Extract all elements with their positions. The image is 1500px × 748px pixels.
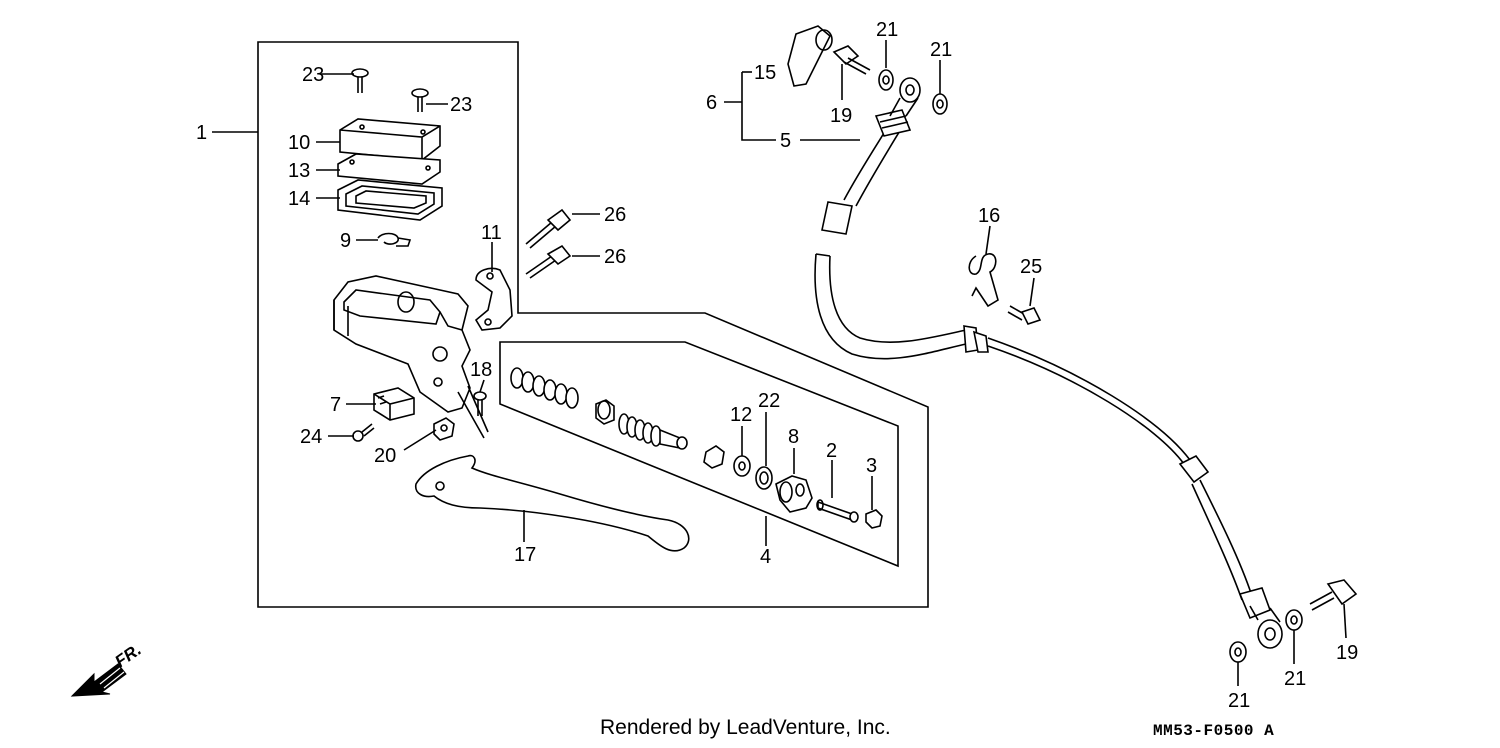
clip xyxy=(377,232,412,247)
reservoir-diaphragm xyxy=(337,179,443,221)
dust-boot xyxy=(775,475,813,513)
callout-15: 15 xyxy=(754,62,776,84)
piston-kit-outline xyxy=(499,341,899,568)
callout-6: 6 xyxy=(706,92,717,114)
callout-21-upper-right: 21 xyxy=(930,39,952,61)
hose-cover xyxy=(787,25,833,87)
washer-inner xyxy=(738,461,746,471)
reservoir-plate xyxy=(337,153,441,185)
callout-26-upper: 26 xyxy=(604,204,626,226)
circlip xyxy=(755,466,773,490)
callout-2: 2 xyxy=(826,440,837,462)
callout-14: 14 xyxy=(288,188,310,210)
callout-21-lower-left: 21 xyxy=(1228,690,1250,712)
assembly-outline xyxy=(257,41,929,608)
holder-bolt-2 xyxy=(525,244,572,279)
upper-banjo-fitting xyxy=(889,77,921,117)
clutch-lever xyxy=(414,454,690,552)
push-rod xyxy=(816,499,859,523)
piston-cup xyxy=(595,399,615,425)
callout-23-lower: 23 xyxy=(450,94,472,116)
callout-7: 7 xyxy=(330,394,341,416)
callout-19-upper: 19 xyxy=(830,105,852,127)
callout-23-upper: 23 xyxy=(302,64,324,86)
sealing-washer-4 xyxy=(1285,609,1303,631)
push-rod-nut xyxy=(865,509,883,529)
clutch-switch xyxy=(373,387,415,421)
pivot-leader xyxy=(457,385,489,439)
piston xyxy=(618,413,688,450)
callout-21-upper-left: 21 xyxy=(876,19,898,41)
callout-5: 5 xyxy=(780,130,791,152)
callout-12: 12 xyxy=(730,404,752,426)
pivot-nut xyxy=(433,417,455,441)
callout-21-lower-right: 21 xyxy=(1284,668,1306,690)
callout-4: 4 xyxy=(760,546,771,568)
sealing-washer-2 xyxy=(932,93,948,115)
front-direction-arrow: FR. xyxy=(70,640,145,697)
callout-19-lower: 19 xyxy=(1336,642,1358,664)
switch-screw xyxy=(352,423,375,442)
render-credit: Rendered by LeadVenture, Inc. xyxy=(600,716,891,739)
callout-3: 3 xyxy=(866,455,877,477)
callout-16: 16 xyxy=(978,205,1000,227)
callout-17: 17 xyxy=(514,544,536,566)
callout-24: 24 xyxy=(300,426,322,448)
callout-1: 1 xyxy=(196,122,207,144)
sealing-washer xyxy=(878,69,894,91)
handlebar-holder xyxy=(474,267,513,331)
callout-8: 8 xyxy=(788,426,799,448)
callout-9: 9 xyxy=(340,230,351,252)
callout-22: 22 xyxy=(758,390,780,412)
oil-bolt-2 xyxy=(1309,579,1358,611)
callout-10: 10 xyxy=(288,132,310,154)
callout-20: 20 xyxy=(374,445,396,467)
washer xyxy=(733,455,751,477)
oil-bolt xyxy=(832,45,871,75)
callout-26-lower: 26 xyxy=(604,246,626,268)
master-cylinder-body xyxy=(333,275,471,413)
piston-cup-set xyxy=(510,367,579,409)
reservoir-screw xyxy=(351,68,369,93)
callout-13: 13 xyxy=(288,160,310,182)
holder-bolt xyxy=(525,208,572,249)
leader-lines xyxy=(212,40,1347,686)
callout-18: 18 xyxy=(470,359,492,381)
sealing-washer-3 xyxy=(1229,641,1247,663)
spring-seat xyxy=(703,445,725,469)
clutch-hose xyxy=(814,109,1272,620)
diagram-code: MM53-F0500 A xyxy=(1153,722,1275,740)
callout-11: 11 xyxy=(481,222,502,244)
callout-25: 25 xyxy=(1020,256,1042,278)
reservoir-screw-2 xyxy=(411,88,429,112)
lower-banjo-fitting xyxy=(1249,605,1283,649)
reservoir-cap xyxy=(339,118,441,161)
clip-bolt xyxy=(1007,305,1042,325)
hose-clip xyxy=(968,253,999,308)
